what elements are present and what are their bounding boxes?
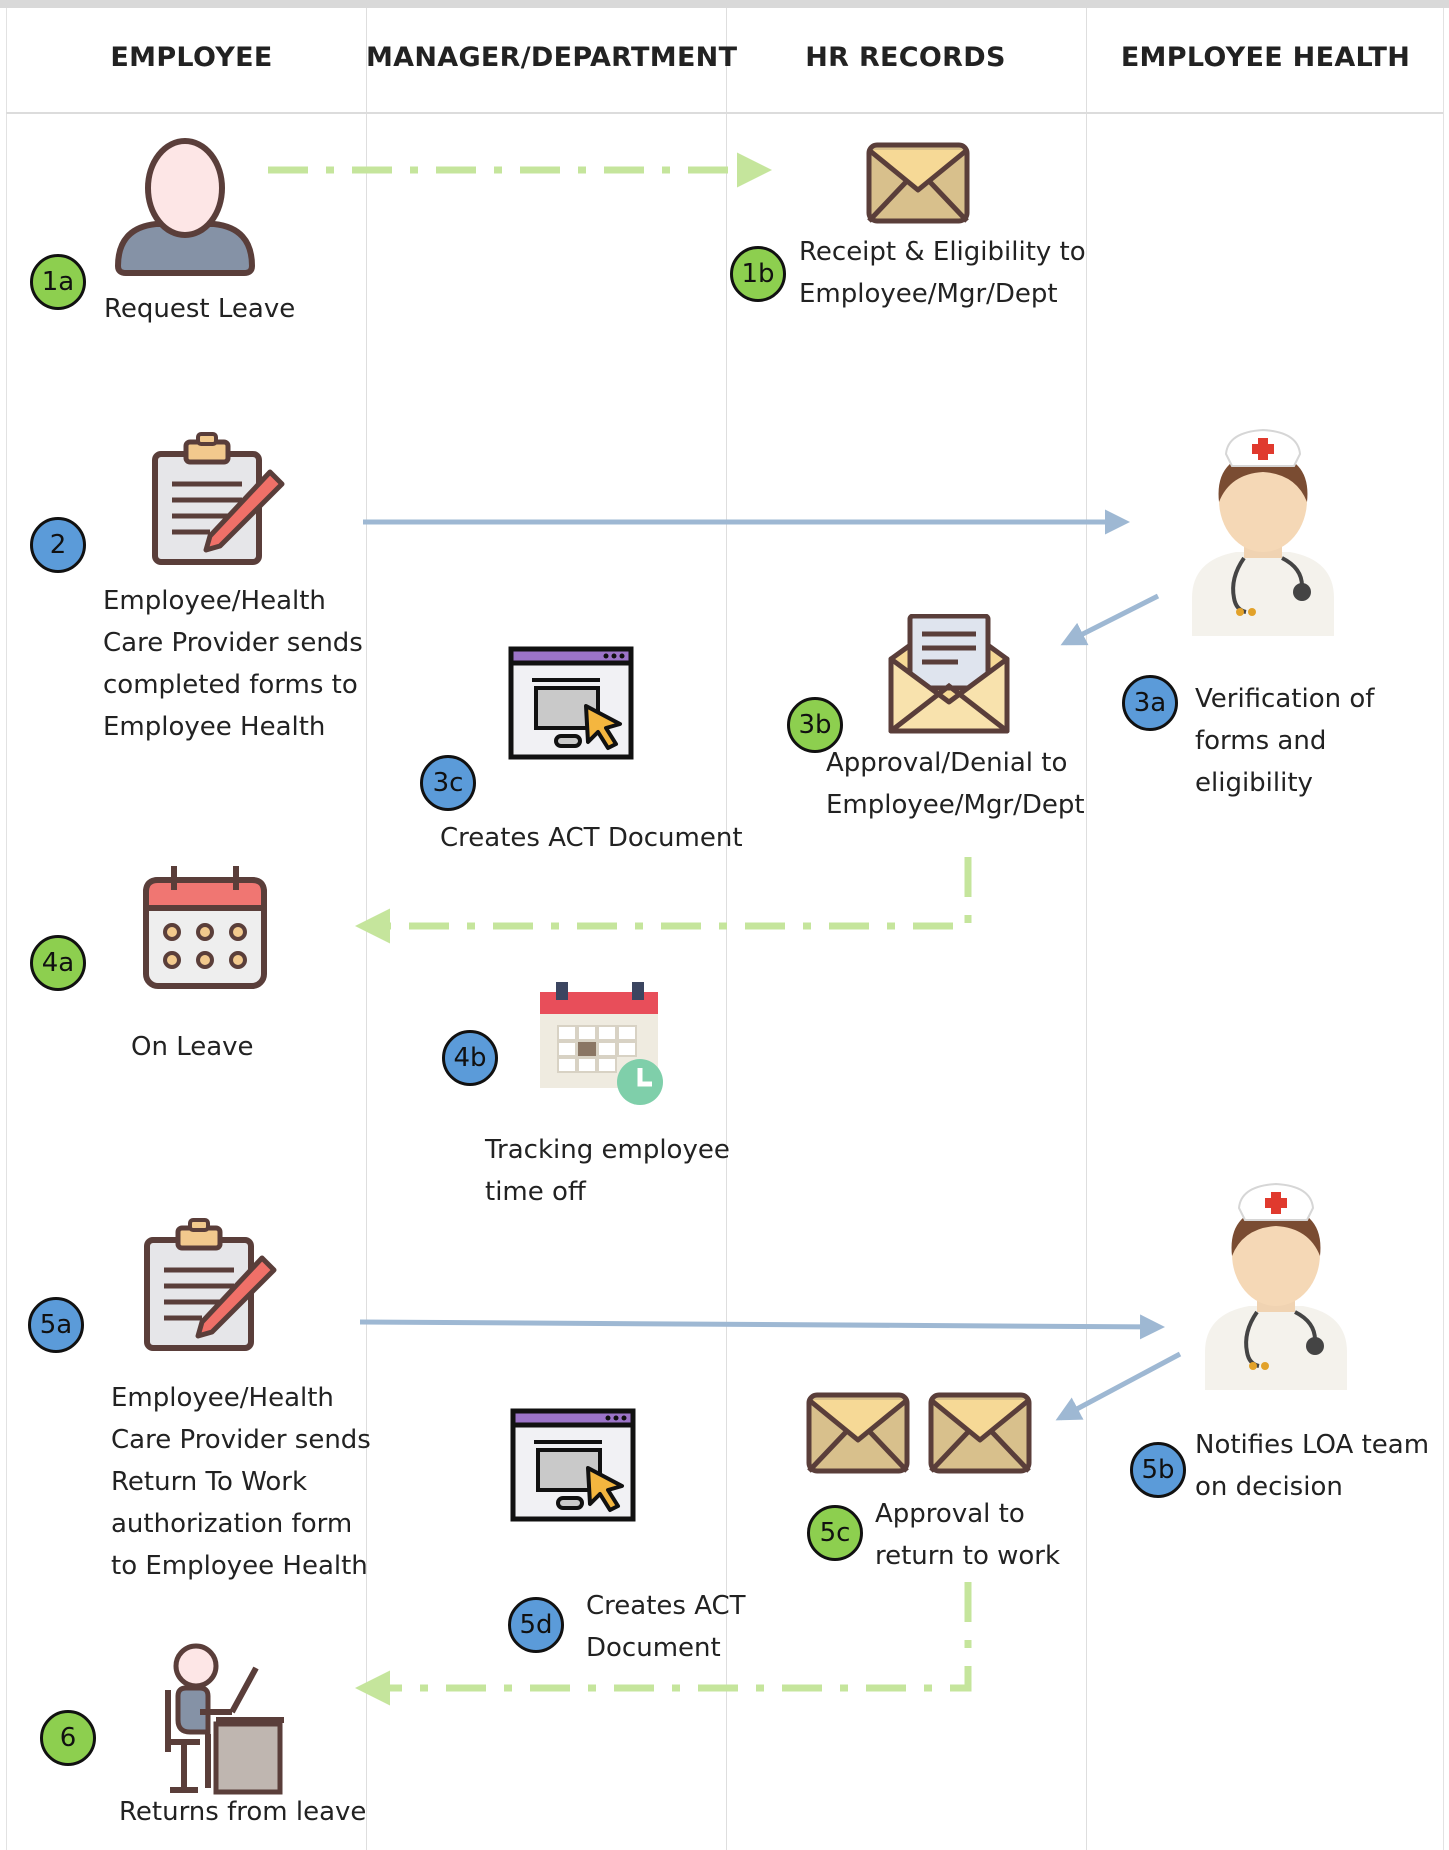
arrow-3a-to-3b	[1060, 593, 1160, 646]
step-badge-2: 2	[30, 517, 86, 573]
lane-title-employee: EMPLOYEE	[110, 42, 273, 73]
step-label-1a: Request Leave	[104, 294, 296, 324]
envelope-icon-1	[806, 1392, 910, 1474]
step-label-5a: Employee/Health Care Provider sends Retu…	[111, 1383, 371, 1581]
step-label-3c: Creates ACT Document	[440, 823, 743, 853]
person-icon	[114, 138, 256, 276]
clipboard-pen-icon-return	[144, 1218, 277, 1351]
envelope-icon-2	[928, 1392, 1032, 1474]
envelope-icon	[866, 142, 970, 224]
step-badge-3c: 3c	[420, 755, 476, 811]
screen-cursor-icon-return	[510, 1408, 636, 1522]
arrow-5c-to-6	[355, 1582, 972, 1706]
step-badge-1a: 1a	[30, 254, 86, 310]
arrow-5a-to-5b	[359, 1314, 1165, 1340]
lane-title-hr-records: HR RECORDS	[805, 42, 1006, 73]
calendar-icon	[143, 866, 267, 989]
step-label-4a: On Leave	[131, 1032, 254, 1062]
clipboard-pen-icon	[152, 432, 285, 565]
step-badge-1b: 1b	[730, 246, 786, 302]
step-badge-4a: 4a	[30, 935, 86, 991]
person-at-desk-icon	[165, 1643, 284, 1795]
step-label-4b: Tracking employee time off	[485, 1135, 730, 1207]
step-badge-5a: 5a	[28, 1297, 84, 1353]
top-bar	[0, 0, 1449, 8]
nurse-icon	[1192, 428, 1334, 636]
step-label-2: Employee/Health Care Provider sends comp…	[103, 586, 363, 742]
lane-divider-3	[1086, 8, 1087, 1850]
nurse-icon-return	[1205, 1182, 1347, 1390]
step-label-5d: Creates ACT Document	[586, 1591, 746, 1663]
lane-title-employee-health: EMPLOYEE HEALTH	[1120, 42, 1411, 73]
lane-header-row: EMPLOYEE MANAGER/DEPARTMENT HR RECORDS E…	[6, 8, 1443, 114]
step-label-1b: Receipt & Eligibility to Employee/Mgr/De…	[799, 237, 1086, 309]
step-badge-3a: 3a	[1122, 675, 1178, 731]
screen-cursor-icon	[508, 646, 634, 760]
open-envelope-icon	[888, 614, 1010, 734]
lane-title-manager-department: MANAGER/DEPARTMENT	[366, 42, 738, 73]
step-badge-5c: 5c	[807, 1505, 863, 1561]
arrow-5b-to-5c	[1055, 1351, 1182, 1421]
step-badge-5d: 5d	[508, 1597, 564, 1653]
calendar-clock-icon	[540, 982, 663, 1105]
step-label-5b: Notifies LOA team on decision	[1195, 1430, 1430, 1502]
arrow-3b-to-4a	[355, 857, 972, 944]
step-label-5c: Approval to return to work	[875, 1499, 1061, 1571]
step-badge-3b: 3b	[787, 697, 843, 753]
step-badge-6: 6	[40, 1710, 96, 1766]
step-badge-4b: 4b	[442, 1030, 498, 1086]
step-badge-5b: 5b	[1130, 1442, 1186, 1498]
step-label-3b: Approval/Denial to Employee/Mgr/Dept	[826, 748, 1085, 820]
step-label-6: Returns from leave	[119, 1797, 367, 1827]
lane-border-left	[6, 8, 7, 1850]
step-label-3a: Verification of forms and eligibility	[1195, 684, 1375, 798]
lane-border-right	[1443, 8, 1444, 1850]
